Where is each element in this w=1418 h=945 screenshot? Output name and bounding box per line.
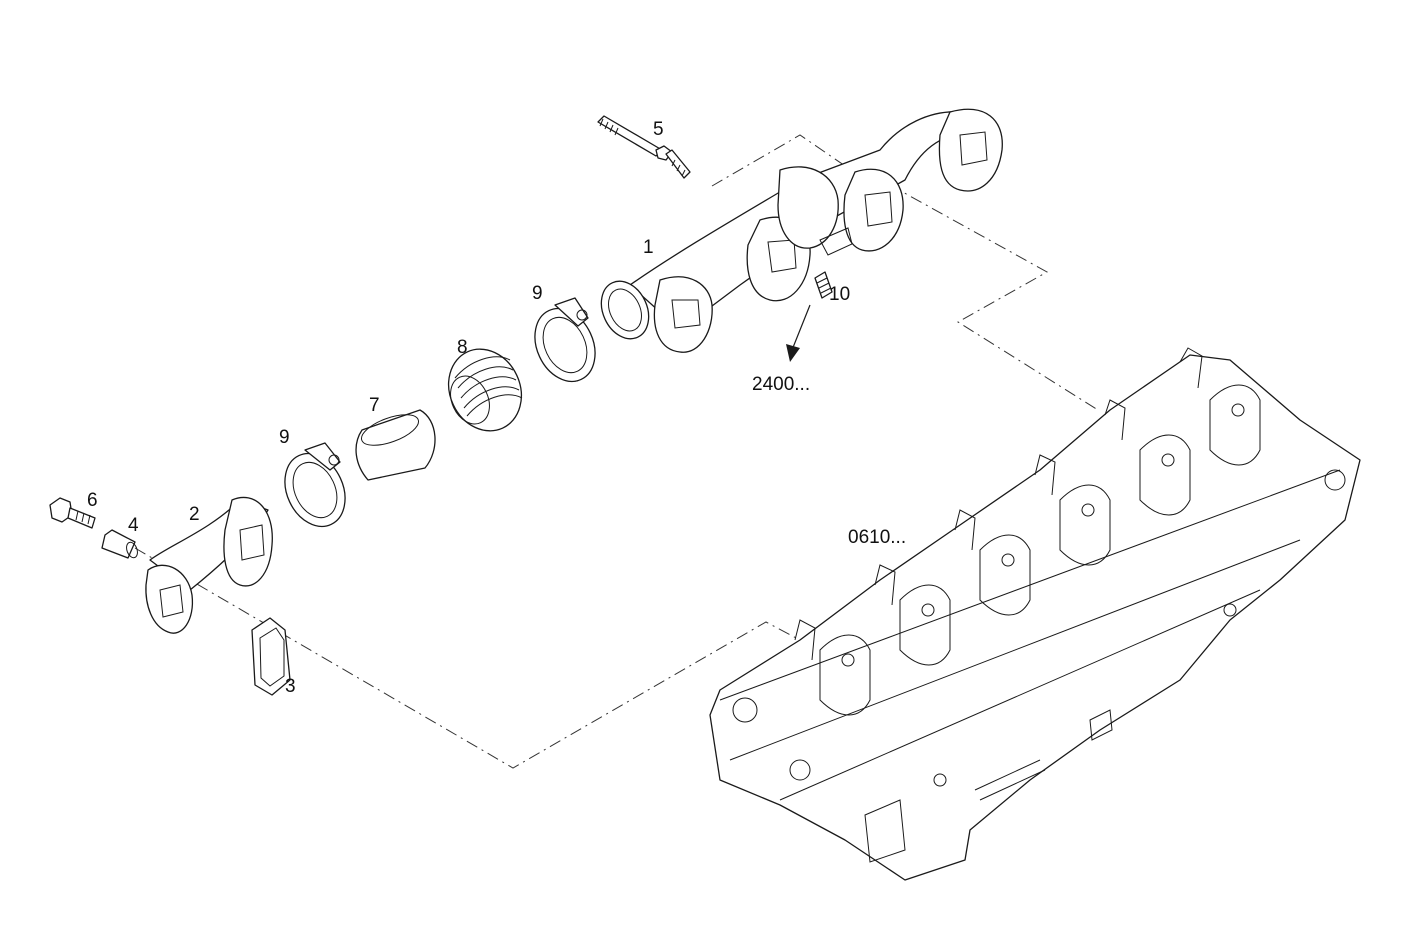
part-10-plug [786,271,833,362]
callout-10: 10 [829,284,851,305]
callout-6: 6 [87,490,98,511]
part-6-bolt [49,497,96,529]
part-9-clamp-upper [534,297,596,383]
part-5-stud [597,115,691,179]
callout-1: 1 [643,237,654,258]
part-3-gasket [251,617,291,696]
part-7-sleeve [355,409,436,481]
callout-8: 8 [457,337,468,358]
callout-3: 3 [285,676,296,697]
part-4-spacer [101,529,138,559]
callout-7: 7 [369,395,380,416]
assembly-lines [134,134,1099,769]
reference-0610: 0610... [848,527,907,548]
cylinder-head [709,347,1361,881]
callout-2: 2 [189,504,200,525]
callout-5: 5 [653,119,664,140]
part-2-pipe-elbow [145,496,273,634]
callout-4: 4 [128,515,139,536]
callout-9-lower: 9 [279,427,290,448]
part-1-exhaust-manifold [600,108,1003,353]
reference-arrow-icon [786,344,800,362]
part-9-clamp-lower [284,442,346,528]
reference-2400: 2400... [752,374,811,395]
part-8-bellows [448,348,523,432]
callout-9-upper: 9 [532,283,543,304]
